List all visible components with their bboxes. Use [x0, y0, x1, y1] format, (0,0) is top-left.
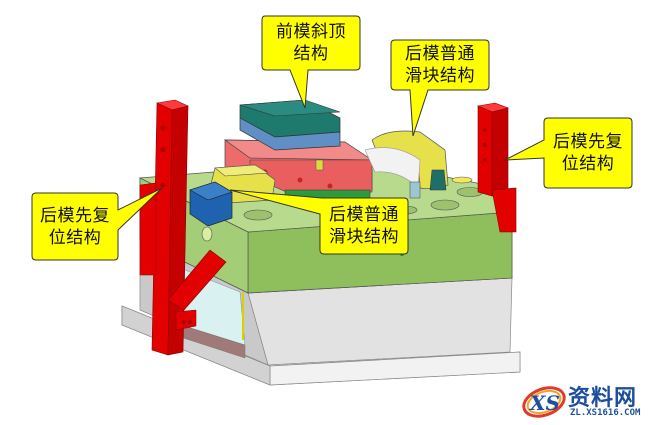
- callout-line: 前模斜顶: [276, 22, 346, 42]
- callout-rear-return-right: 后模先复 位结构: [544, 120, 632, 186]
- watermark-brand: 资料网: [568, 386, 638, 411]
- logo-letters: XS: [528, 391, 560, 415]
- slider-rear: [364, 130, 449, 199]
- callout-rear-return-left-bubble: [31, 187, 163, 261]
- callout-line: 后模先复: [40, 205, 110, 226]
- callout-line: 滑块结构: [329, 227, 399, 247]
- cavity-plate: [223, 139, 374, 201]
- callout-rear-return-right-bubble: [504, 117, 633, 189]
- callout-line: 位结构: [561, 154, 615, 174]
- slider-blue-block: [189, 181, 233, 227]
- callout-line: 后模普通: [405, 44, 475, 64]
- watermark-url: ZL.XS1616.COM: [570, 408, 641, 418]
- callout-rear-slider-front-bubble: [229, 189, 409, 255]
- lifter-plates: [239, 99, 341, 171]
- callout-rear-return-left: 后模先复 位结构: [32, 195, 118, 258]
- early-return-left: [139, 99, 227, 356]
- callout-front-lifter-bubble: [261, 15, 361, 109]
- callout-line: 后模先复: [553, 132, 623, 152]
- callout-rear-slider-front: 后模普通 滑块结构: [320, 200, 408, 252]
- callout-line: 位结构: [48, 227, 102, 248]
- callout-line: 结构: [293, 44, 329, 64]
- watermark: XS 资料网 ZL.XS1616.COM: [520, 376, 654, 425]
- callout-line: 后模普通: [329, 205, 399, 225]
- callout-rear-slider-top-bubble: [390, 39, 490, 137]
- callout-front-lifter: 前模斜顶 结构: [262, 18, 360, 68]
- callout-line: 滑块结构: [405, 66, 475, 86]
- early-return-right: [476, 102, 517, 233]
- xs-logo-icon: XS: [522, 386, 566, 418]
- callout-rear-slider-top: 后模普通 滑块结构: [391, 42, 489, 88]
